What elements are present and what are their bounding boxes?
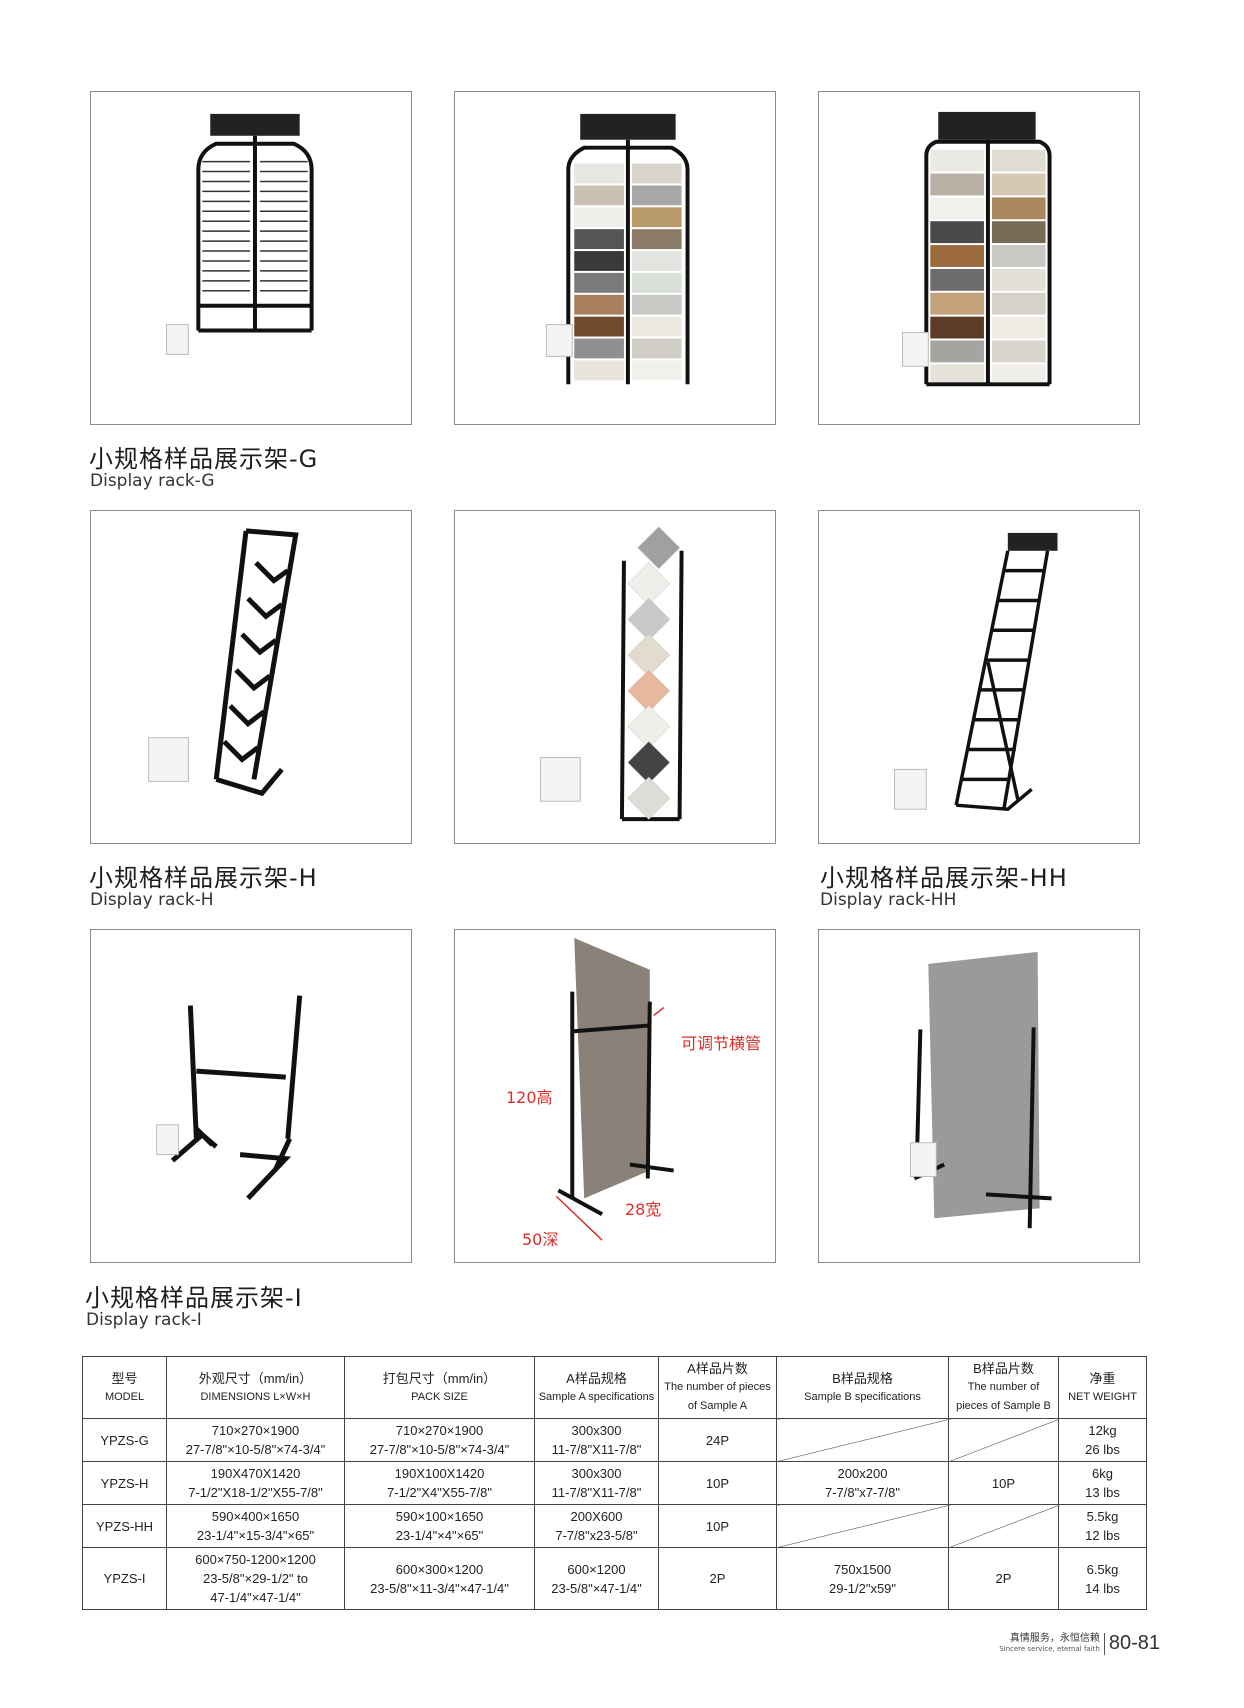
cell-sample-b-spec-empty — [776, 1418, 949, 1462]
footer-divider — [1103, 1632, 1105, 1655]
title-rack-h-en: Display rack-H — [90, 890, 214, 910]
header-dimensions: 外观尺寸（mm/in）DIMENSIONS L×W×H — [166, 1356, 345, 1419]
cell-sample-b-pieces-empty — [948, 1418, 1059, 1462]
annotation-adjustable-bar: 可调节横管 — [681, 1034, 762, 1053]
page-footer: 真情服务，永恒信赖 Sincere service, eternal faith… — [999, 1632, 1160, 1655]
rack-h-loaded-photo — [454, 510, 776, 844]
rack-i-dimension-photo — [454, 929, 776, 1263]
title-rack-g-en: Display rack-G — [90, 471, 215, 491]
title-rack-g-cn: 小规格样品展示架-G — [89, 445, 319, 473]
rack-hh-photo — [818, 510, 1140, 844]
title-rack-i-en: Display rack-I — [86, 1310, 202, 1330]
title-rack-hh-en: Display rack-HH — [820, 890, 957, 910]
cell-model: YPZS-I — [82, 1547, 167, 1610]
rack-g-loaded-photo — [454, 91, 776, 425]
cell-sample-b-pieces-empty — [948, 1504, 1059, 1548]
slogan-en: Sincere service, eternal faith — [999, 1644, 1100, 1653]
footer-slogan: 真情服务，永恒信赖 Sincere service, eternal faith — [999, 1633, 1100, 1655]
title-rack-hh-cn: 小规格样品展示架-HH — [820, 864, 1068, 892]
cell-sample-a-pieces: 10P — [658, 1504, 777, 1548]
title-rack-h-cn: 小规格样品展示架-H — [89, 864, 318, 892]
rack-g-empty-photo — [90, 91, 412, 425]
rack-i-loaded-photo — [818, 929, 1140, 1263]
cell-sample-b-pieces: 10P — [948, 1461, 1059, 1505]
slogan-cn: 真情服务，永恒信赖 — [1009, 1632, 1100, 1644]
header-pack-size: 打包尺寸（mm/in）PACK SIZE — [344, 1356, 535, 1419]
cell-sample-a-pieces: 2P — [658, 1547, 777, 1610]
title-rack-i-cn: 小规格样品展示架-I — [85, 1284, 303, 1312]
cell-model: YPZS-G — [82, 1418, 167, 1462]
cell-sample-b-spec-empty — [776, 1504, 949, 1548]
annotation-height: 120高 — [506, 1088, 553, 1107]
annotation-depth: 50深 — [522, 1230, 559, 1249]
rack-i-empty-photo — [90, 929, 412, 1263]
cell-model: YPZS-HH — [82, 1504, 167, 1548]
page-numbers: 80-81 — [1108, 1632, 1160, 1654]
annotation-width: 28宽 — [625, 1200, 662, 1219]
cell-sample-a-pieces: 10P — [658, 1461, 777, 1505]
rack-g-front-photo — [818, 91, 1140, 425]
cell-sample-a-pieces: 24P — [658, 1418, 777, 1462]
cell-model: YPZS-H — [82, 1461, 167, 1505]
cell-sample-b-pieces: 2P — [948, 1547, 1059, 1610]
rack-h-photo — [90, 510, 412, 844]
